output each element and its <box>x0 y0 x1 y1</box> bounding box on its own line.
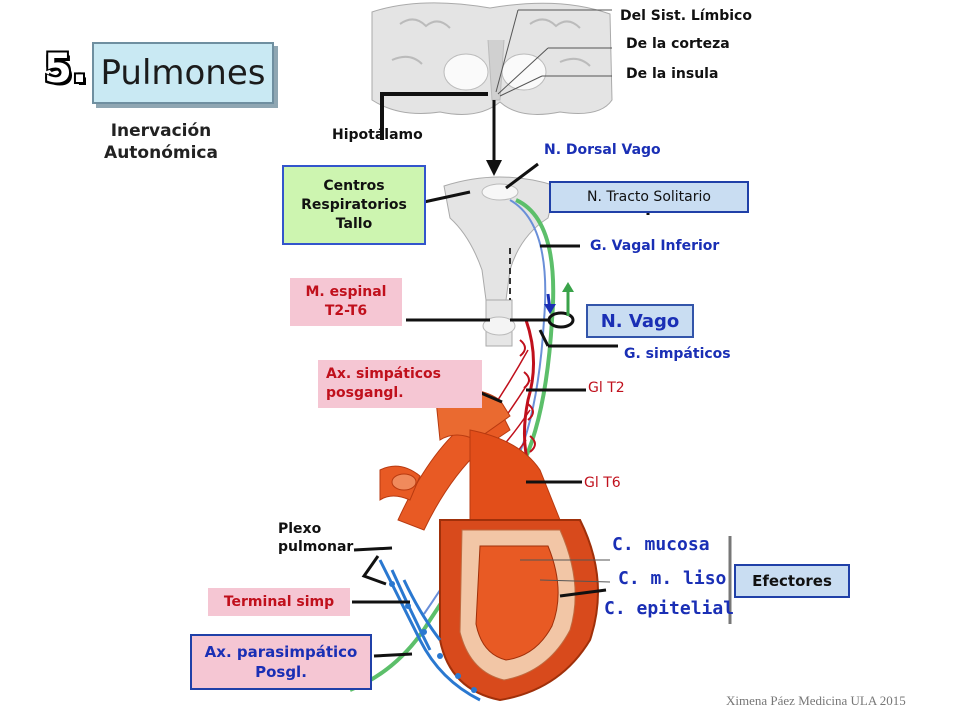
respiratory-centers-line2: Respiratorios <box>301 196 407 213</box>
label-epithelial-layer: C. epitelial <box>604 598 735 619</box>
trachea-bronchi <box>379 389 599 702</box>
spinal-cord-box: M. espinal T2-T6 <box>290 278 402 326</box>
afferent-arrow-head <box>562 282 574 292</box>
descending-arrow-head <box>486 160 502 176</box>
pointer-lines <box>352 162 650 658</box>
label-limbic: Del Sist. Límbico <box>620 8 752 24</box>
respiratory-centers-line3: Tallo <box>335 215 373 232</box>
spinal-cord-line2: T2-T6 <box>324 303 368 319</box>
slide-subtitle: Inervación Autonómica <box>104 121 218 163</box>
effectors-box: Efectores <box>734 564 850 598</box>
layer-pointer-lines <box>520 559 611 583</box>
plexus-line1: Plexo <box>278 521 322 537</box>
brain-section <box>371 2 613 115</box>
plexus-dots <box>389 581 477 693</box>
parasympathetic-axons-line1: Ax. parasimpático <box>204 643 358 661</box>
label-sympathetic-ganglia: G. simpáticos <box>624 346 731 362</box>
label-mucosa-layer: C. mucosa <box>612 534 710 555</box>
slide-title: Pulmones <box>92 42 274 104</box>
credit-text: Ximena Páez Medicina ULA 2015 <box>726 693 906 708</box>
sympathetic-terminal-box: Terminal simp <box>208 588 350 616</box>
label-dorsal-vagus: N. Dorsal Vago <box>544 142 661 158</box>
label-solitary-tract: N. Tracto Solitario <box>549 181 749 213</box>
label-smooth-muscle-layer: C. m. liso <box>618 568 727 589</box>
sympathetic-axons-box: Ax. simpáticos posgangl. <box>318 360 482 408</box>
parasympathetic-axons-line2: Posgl. <box>255 663 307 681</box>
hypothalamus-pointer <box>380 92 488 140</box>
label-vagus-nerve: N. Vago <box>586 304 694 338</box>
label-gl-t6: Gl T6 <box>584 475 621 491</box>
label-hypothalamus: Hipotálamo <box>332 127 423 143</box>
sympathetic-axons-line2: posgangl. <box>326 385 404 401</box>
label-gl-t2: Gl T2 <box>588 380 625 396</box>
label-inferior-vagal-ganglion: G. Vagal Inferior <box>590 238 720 254</box>
efferent-arrow-head <box>544 304 556 314</box>
plexus-line2: pulmonar <box>278 539 354 555</box>
sympathetic-chain <box>522 319 535 471</box>
label-insula: De la insula <box>626 66 719 82</box>
label-cortex: De la corteza <box>626 36 730 52</box>
sympathetic-axons-line1: Ax. simpáticos <box>326 366 441 382</box>
respiratory-centers-line1: Centros <box>323 177 385 194</box>
label-pulmonary-plexus: Plexo pulmonar <box>278 520 353 556</box>
spinal-cord-line1: M. espinal <box>305 284 387 300</box>
respiratory-centers-box: Centros Respiratorios Tallo <box>282 165 426 245</box>
slide-number: 5. <box>44 46 88 92</box>
brain-pointer-lines <box>495 9 612 97</box>
parasympathetic-axons-box: Ax. parasimpático Posgl. <box>190 634 372 690</box>
